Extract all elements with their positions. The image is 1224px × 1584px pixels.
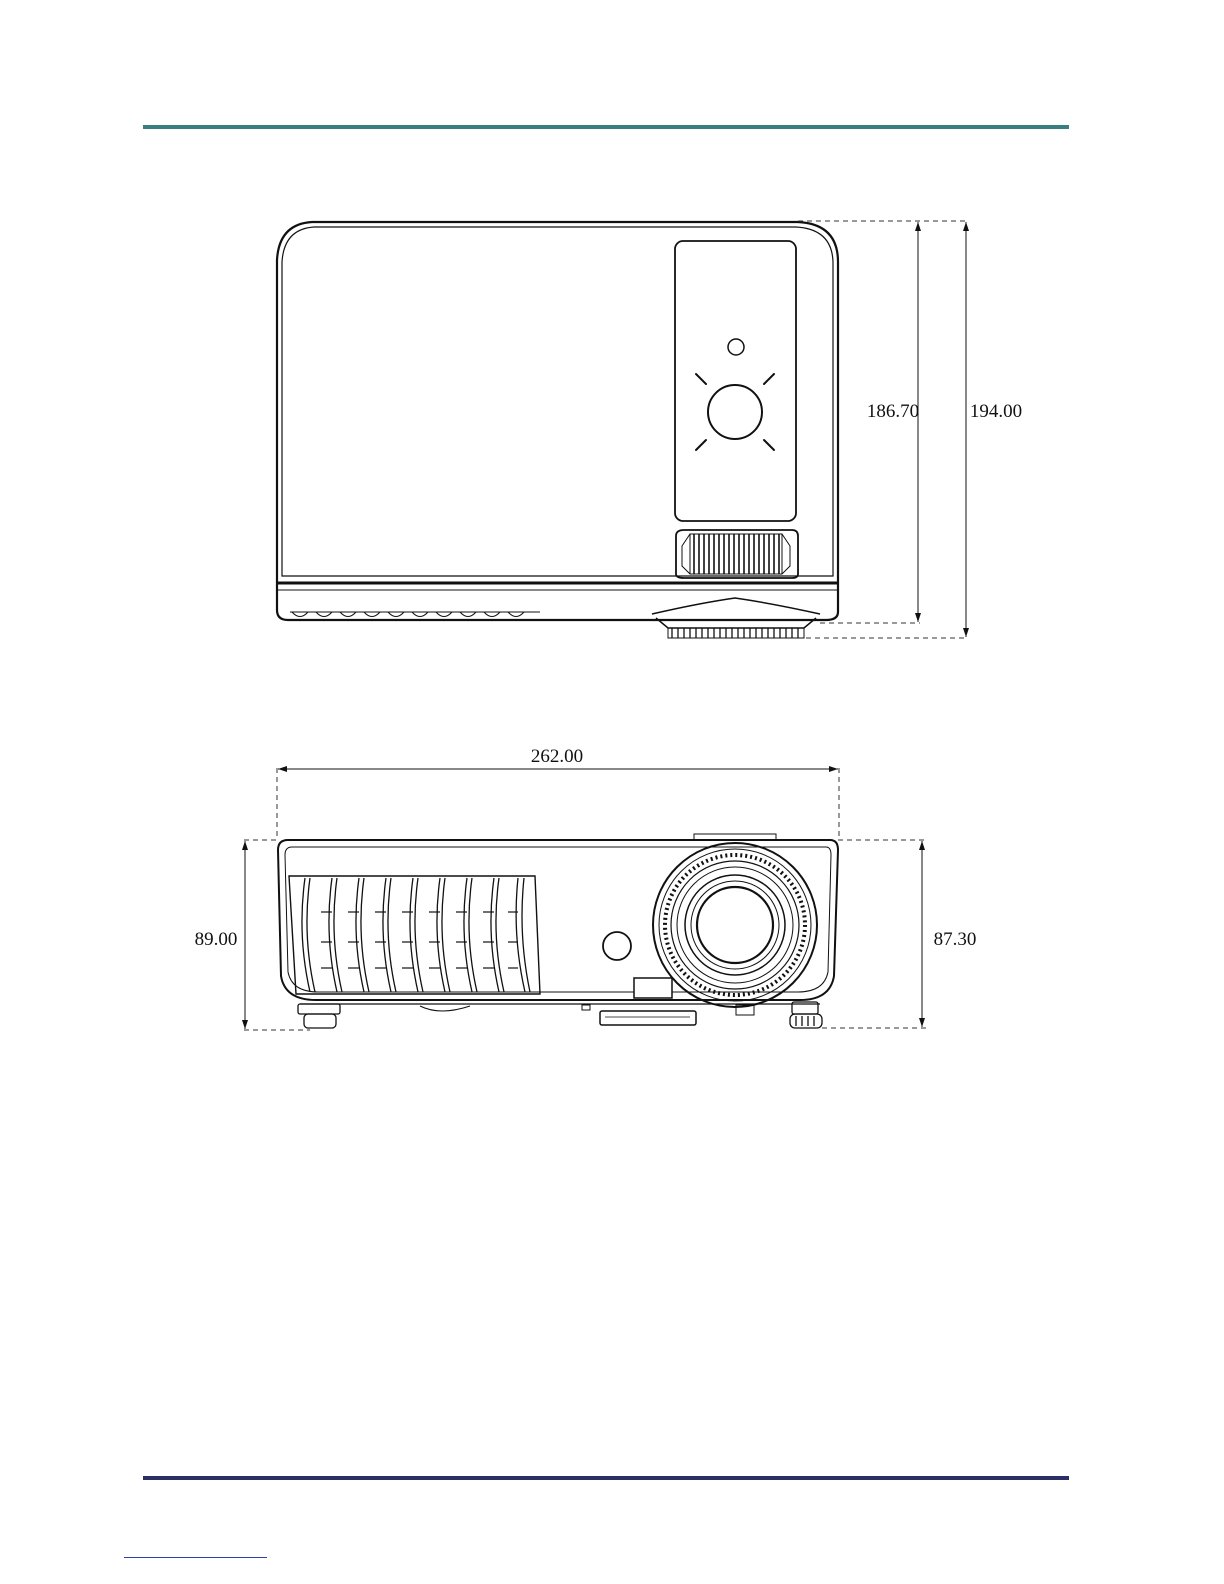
power-led: [728, 339, 744, 355]
depth-total-label: 194.00: [970, 401, 1022, 422]
height-total-label: 89.00: [195, 929, 238, 950]
power-button: [708, 385, 762, 439]
width-label: 262.00: [531, 746, 583, 767]
depth-body-label: 186.70: [867, 401, 919, 422]
left-foot: [298, 1004, 340, 1028]
ir-sensor: [603, 932, 631, 960]
front-view-dimensions: 262.00 89.00 87.30: [195, 746, 977, 1030]
lens-ring-ticks-top: [672, 628, 798, 638]
projection-lens: [653, 843, 817, 1007]
control-panel: [675, 241, 796, 521]
front-vent-louvers: [302, 878, 530, 992]
projector-front-view: [278, 834, 838, 1028]
top-view-vent-scallops: [292, 612, 524, 617]
right-foot: [790, 1002, 822, 1028]
front-vent-ticks: [321, 912, 518, 968]
height-body-label: 87.30: [934, 929, 977, 950]
projector-top-view: [277, 222, 838, 638]
